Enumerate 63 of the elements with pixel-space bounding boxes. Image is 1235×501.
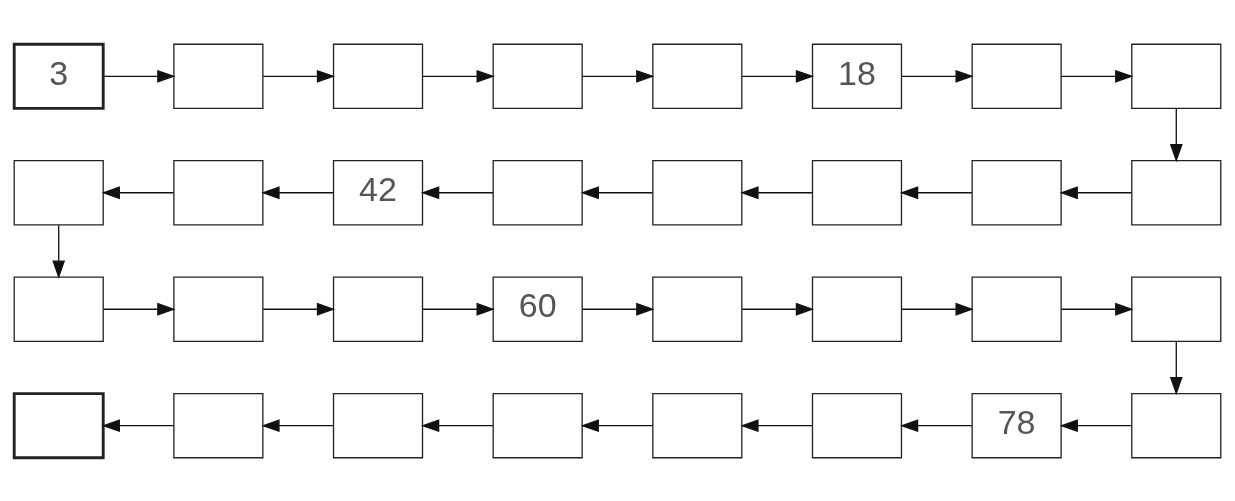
node-box: [971, 43, 1062, 109]
arrow: [1060, 302, 1134, 316]
node-box: [332, 43, 424, 109]
node-box: [492, 43, 583, 109]
node-box: 42: [332, 159, 424, 225]
arrow: [102, 302, 176, 316]
node-box: [492, 159, 583, 225]
node-box: [332, 276, 424, 342]
arrow: [899, 418, 973, 432]
node-box: [332, 392, 424, 458]
node-box: [811, 276, 903, 342]
arrow: [899, 185, 973, 199]
node-box: [811, 159, 903, 225]
node-box: [971, 159, 1062, 225]
node-box: [492, 392, 583, 458]
node-box: [652, 276, 743, 342]
node-box: [1131, 159, 1222, 225]
arrow: [52, 224, 66, 279]
node-box: [1131, 276, 1222, 342]
arrow: [1059, 418, 1133, 432]
arrow: [581, 302, 655, 316]
arrow: [740, 185, 813, 199]
arrow: [261, 418, 334, 432]
arrow: [740, 418, 813, 432]
node-box: [173, 159, 264, 225]
arrow: [580, 185, 654, 199]
node-box: [173, 276, 264, 342]
node-box: [652, 43, 743, 109]
arrow: [741, 69, 815, 83]
arrow: [901, 69, 974, 83]
arrow: [262, 69, 336, 83]
node-box: [12, 391, 105, 459]
node-box: [1131, 392, 1222, 458]
node-box: [811, 392, 903, 458]
arrow: [741, 302, 815, 316]
arrow: [261, 185, 334, 199]
arrow: [1169, 107, 1183, 162]
node-box: 3: [12, 42, 105, 110]
arrow: [420, 185, 494, 199]
arrow: [1060, 69, 1134, 83]
node-box: [173, 392, 264, 458]
arrow: [580, 418, 654, 432]
arrow: [1169, 340, 1183, 395]
arrow: [1059, 185, 1133, 199]
node-box: [13, 159, 104, 225]
node-box: 18: [811, 43, 903, 109]
arrow: [422, 302, 495, 316]
arrow: [420, 418, 494, 432]
node-box: [971, 276, 1062, 342]
arrow: [102, 69, 176, 83]
arrow: [581, 69, 655, 83]
node-box: 78: [971, 392, 1062, 458]
node-box: [652, 392, 743, 458]
node-box: [1131, 43, 1222, 109]
arrow: [101, 185, 175, 199]
node-box: [13, 276, 104, 342]
node-box: 60: [492, 276, 583, 342]
arrow: [422, 69, 495, 83]
arrow: [262, 302, 336, 316]
arrow: [101, 418, 175, 432]
node-box: [652, 159, 743, 225]
arrow: [901, 302, 974, 316]
node-box: [173, 43, 264, 109]
